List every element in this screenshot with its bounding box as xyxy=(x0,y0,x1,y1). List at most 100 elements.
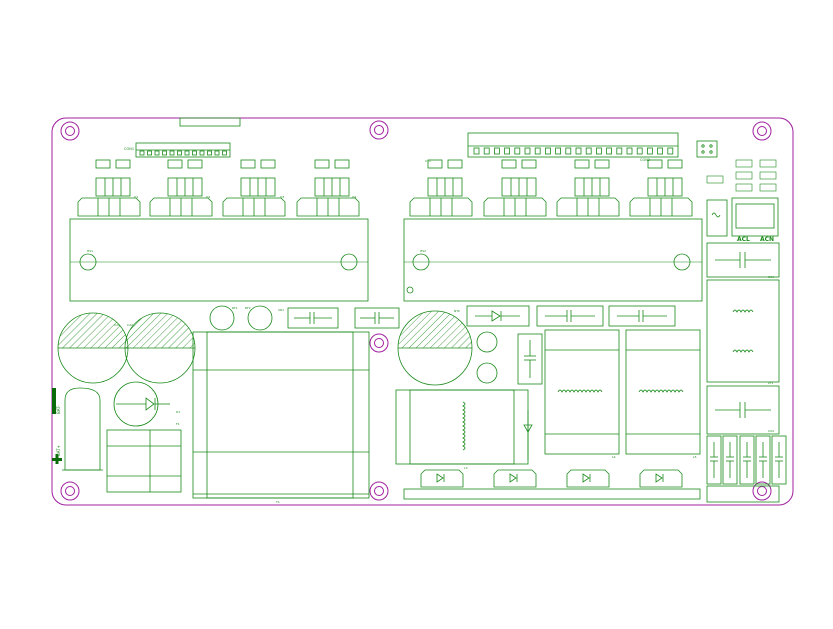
diode-symbol xyxy=(509,473,517,483)
connector-pin xyxy=(555,147,561,155)
smd-resistor xyxy=(260,159,276,169)
transistor-body xyxy=(222,197,286,217)
connector-pin xyxy=(606,147,612,155)
y-capacitor xyxy=(739,435,755,485)
transistor-body xyxy=(296,197,360,217)
smd-resistor xyxy=(95,159,111,169)
bulk-capacitor-c21 xyxy=(57,312,129,384)
l5-label: L5 xyxy=(693,455,697,459)
battery-plus-label: BAT+ xyxy=(56,445,61,456)
x-capacitor-cx1 xyxy=(706,242,780,278)
connector-pin xyxy=(192,150,197,156)
smd-resistor xyxy=(187,159,203,169)
c11-label: C11 xyxy=(425,159,431,163)
battery-terminal xyxy=(62,387,103,471)
ntc-label: NTC xyxy=(454,309,460,313)
bulk-capacitor-c22 xyxy=(124,312,196,384)
rt2-label: RT2 xyxy=(245,306,251,310)
mosfet-driver-cell xyxy=(409,159,473,217)
transformer-t1 xyxy=(192,331,370,499)
smd-resistor xyxy=(647,159,663,169)
smd-resistor xyxy=(334,159,350,169)
smd-component xyxy=(759,183,777,192)
connector-pin xyxy=(222,150,227,156)
y-capacitor xyxy=(771,435,787,485)
mosfet-driver-cell xyxy=(77,159,141,217)
y-capacitor xyxy=(755,435,771,485)
transistor-body xyxy=(149,197,213,217)
fuse-label: F1 xyxy=(176,422,180,426)
transistor-body xyxy=(629,197,693,217)
c22-label: C22 xyxy=(127,323,133,327)
connector-pin xyxy=(575,147,582,155)
mosfet-driver-cell xyxy=(483,159,547,217)
bulk-capacitor-right xyxy=(397,310,473,386)
connector-pin xyxy=(514,147,521,155)
smd-resistor xyxy=(167,159,183,169)
smd-resistor xyxy=(521,159,537,169)
connector-pin xyxy=(616,147,623,155)
connector-pin xyxy=(545,147,551,155)
con2-label: CON2 xyxy=(640,158,650,162)
connector-pin xyxy=(565,147,572,155)
heatsink-right xyxy=(403,218,703,302)
connector-pin xyxy=(177,150,182,156)
smd-resistor xyxy=(574,159,590,169)
connector-pin xyxy=(493,147,500,155)
vertical-capacitor xyxy=(517,333,543,385)
smd-resistor xyxy=(447,159,463,169)
smd-resistor xyxy=(501,159,517,169)
gate-driver-row-right xyxy=(409,159,693,217)
rt1-label: RT1 xyxy=(232,306,238,310)
film-capacitor-pair xyxy=(287,307,400,329)
output-choke-l3 xyxy=(395,389,533,465)
output-diode-row xyxy=(420,469,683,488)
inductor-l4 xyxy=(544,329,620,455)
ntc-thermistors xyxy=(209,305,273,331)
rectifier-diode-d1 xyxy=(113,381,170,427)
film-capacitor-row-right xyxy=(536,305,676,327)
connector-con1 xyxy=(135,117,241,158)
smd-component xyxy=(735,183,753,192)
small-round-parts-right xyxy=(476,331,498,384)
x-capacitor-cx2 xyxy=(706,385,780,435)
smd-resistor xyxy=(115,159,131,169)
fuse-holder-f1 xyxy=(106,429,182,493)
tvs-label: VR1 xyxy=(278,308,284,312)
connector-pin xyxy=(647,147,653,155)
connector-pin xyxy=(214,150,220,156)
gate-driver-row-left xyxy=(77,159,360,217)
y-capacitor xyxy=(722,435,738,485)
connector-pin xyxy=(169,150,175,156)
bottom-right-cap xyxy=(706,485,780,503)
connector-pin xyxy=(207,150,212,156)
diode-symbol xyxy=(436,473,444,483)
connector-pin xyxy=(504,147,511,155)
heatsink-left xyxy=(69,218,369,302)
y-capacitor xyxy=(706,435,722,485)
cx2-label: CX2 xyxy=(768,429,774,433)
heatsink-left-label: HS1 xyxy=(87,249,93,253)
smd-component xyxy=(759,159,777,168)
smd-component xyxy=(735,159,753,168)
cx1-label: CX1 xyxy=(768,275,774,279)
inductor-l5 xyxy=(625,329,701,455)
smd-resistor xyxy=(667,159,683,169)
output-diode xyxy=(639,469,683,488)
smd-resistor xyxy=(314,159,330,169)
common-mode-choke-lf1 xyxy=(706,279,780,383)
d1-label: D1 xyxy=(176,410,180,414)
smd-resistor xyxy=(594,159,610,169)
connector-pin xyxy=(184,150,190,156)
connector-pin xyxy=(162,150,167,156)
connector-pin xyxy=(667,147,674,155)
connector-pin xyxy=(626,147,633,155)
connector-pin xyxy=(534,147,541,155)
diode-symbol xyxy=(582,473,590,483)
con1-label: CON1 xyxy=(124,147,134,151)
connector-pin xyxy=(657,147,663,155)
y-capacitor-bank xyxy=(706,435,787,503)
connector-pin xyxy=(585,147,592,155)
